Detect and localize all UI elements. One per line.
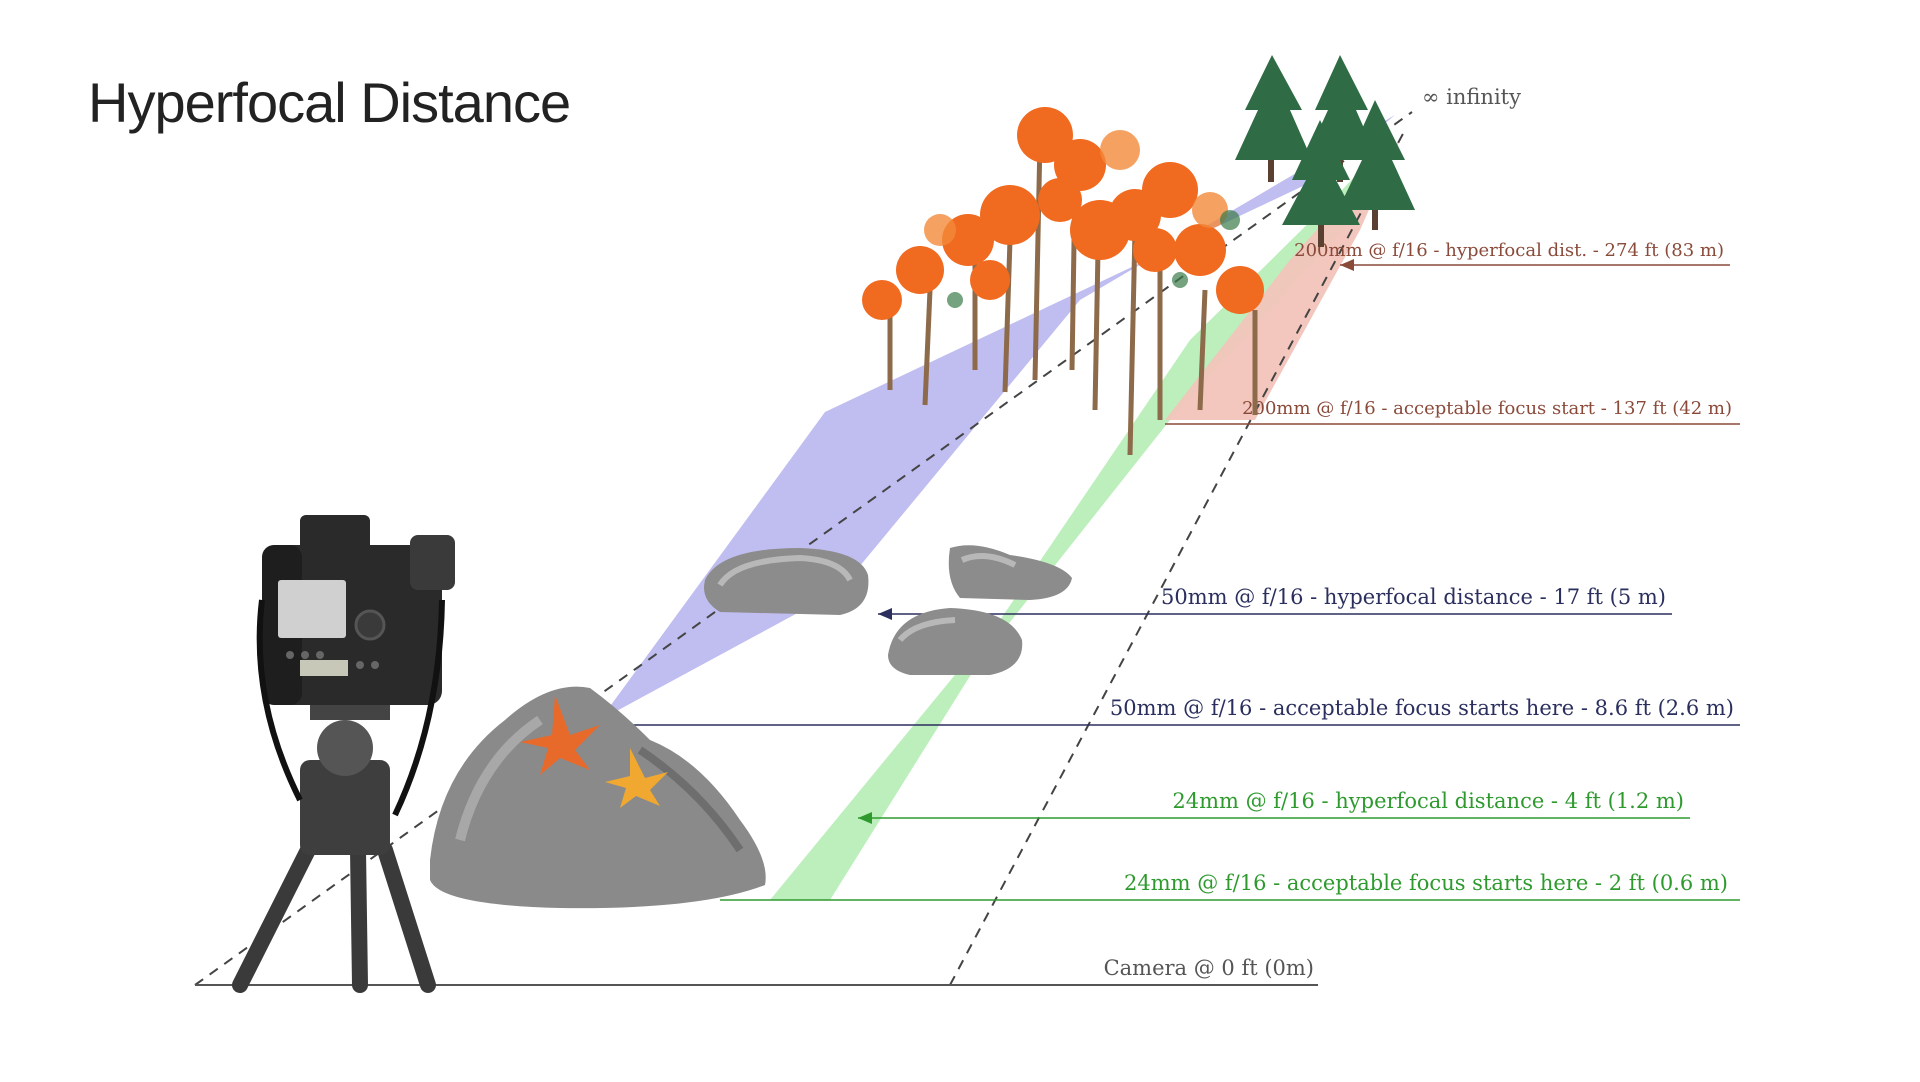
camera-on-tripod [232, 515, 455, 993]
tele-hyperfocal-arrow [1340, 259, 1354, 271]
camera-top-display [300, 660, 348, 676]
label-normal-hyperfocal: 50mm @ f/16 - hyperfocal distance - 17 f… [1161, 585, 1666, 609]
large-rock [430, 686, 766, 909]
label-wide-start: 24mm @ f/16 - acceptable focus starts he… [1124, 871, 1728, 895]
label-wide-hyperfocal: 24mm @ f/16 - hyperfocal distance - 4 ft… [1172, 789, 1684, 813]
tripod-legs [232, 842, 436, 993]
camera-top [300, 515, 370, 555]
camera-strap [256, 599, 303, 802]
small-rocks [704, 545, 1072, 675]
camera-screen [278, 580, 346, 638]
pine-trees [1235, 55, 1415, 247]
autumn-trees [862, 107, 1264, 456]
label-camera: Camera @ 0 ft (0m) [1104, 956, 1314, 980]
orange-leaf-icon [520, 695, 600, 775]
label-tele-start: 200mm @ f/16 - acceptable focus start - … [1242, 398, 1732, 419]
wide-hyperfocal-arrow [858, 812, 872, 824]
yellow-leaf-icon [605, 748, 668, 808]
normal-hyperfocal-arrow [878, 608, 892, 620]
green-zone [770, 150, 1380, 900]
label-tele-hyperfocal: 200mm @ f/16 - hyperfocal dist. - 274 ft… [1294, 240, 1724, 261]
camera-lens [410, 535, 455, 590]
page-title: Hyperfocal Distance [88, 71, 571, 134]
label-infinity: ∞ infinity [1422, 85, 1521, 109]
label-normal-start: 50mm @ f/16 - acceptable focus starts he… [1110, 696, 1734, 720]
tripod-head [300, 760, 390, 855]
